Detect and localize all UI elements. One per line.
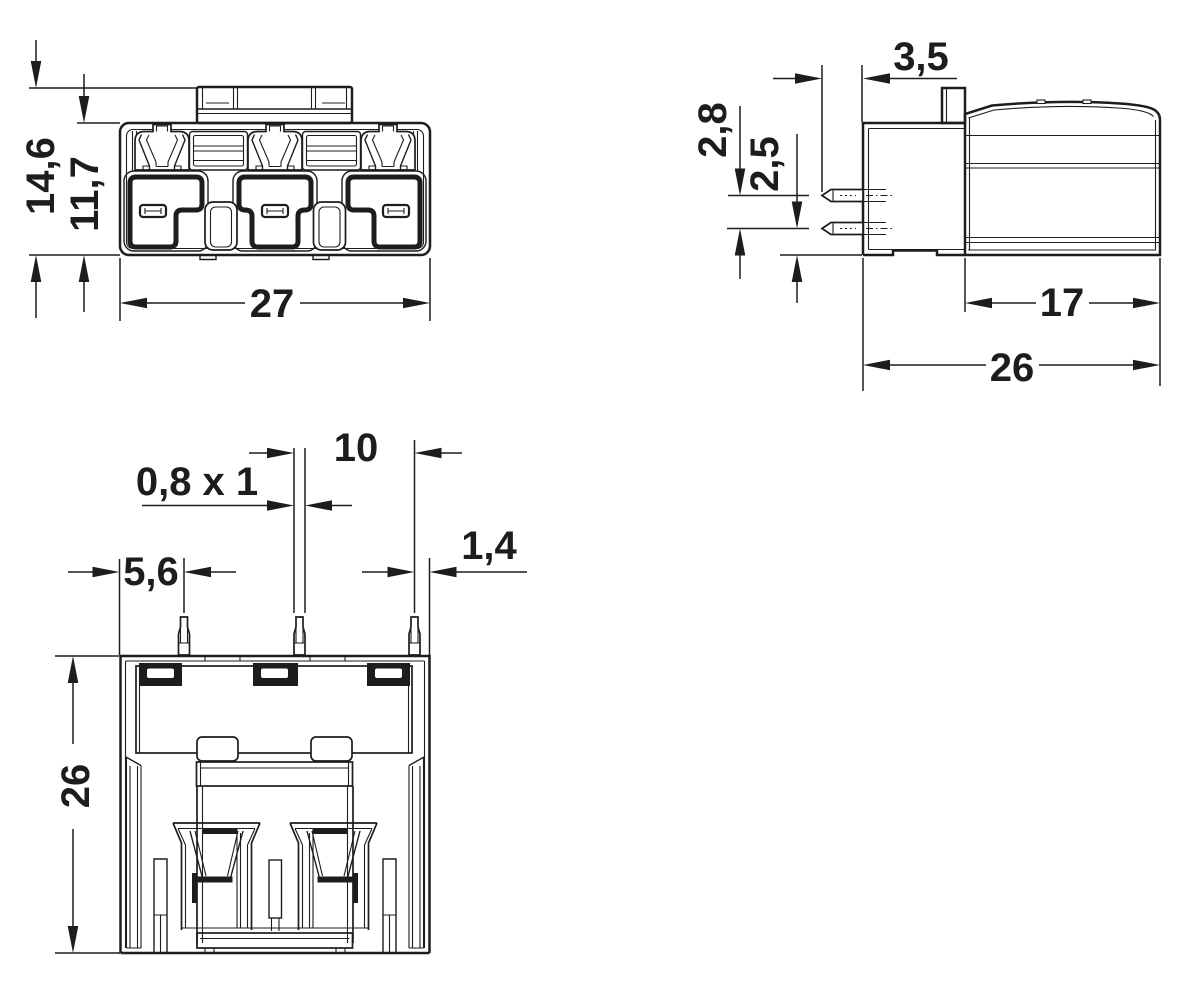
dim-side-body-depth: 17 [1040,281,1085,325]
dim-side-pin-spacing: 2,8 [691,102,735,158]
front-view-pole-windows [188,130,362,171]
bottom-view-contact-windows [139,663,410,686]
front-view-dimensions: 14,6 11,7 27 [19,40,431,326]
bottom-view-solder-pins [177,616,421,656]
dim-bottom-pin-to-edge: 1,4 [461,524,517,568]
side-view-dimensions: 3,5 2,8 2,5 17 26 [691,35,1161,391]
bottom-view-clamp-springs [125,756,425,953]
front-view-wire-funnels [134,123,416,172]
bottom-view-plug-shroud [182,736,368,953]
bottom-view-dimensions: 10 0,8 x 1 5,6 1,4 26 [54,426,527,954]
dim-bottom-pin-cross-section: 0,8 x 1 [136,460,258,504]
side-view-solder-pins [820,188,864,236]
dim-bottom-pole-pitch: 10 [334,426,379,470]
side-view-body [861,86,1162,257]
dim-side-pin-to-bottom: 2,5 [743,136,787,192]
dim-front-body-height: 11,7 [63,156,107,232]
bottom-view: 10 0,8 x 1 5,6 1,4 26 [54,426,527,955]
dim-side-total-depth: 26 [990,346,1035,390]
front-view-clamp-openings [123,170,427,252]
dim-front-total-height: 14,6 [19,137,63,215]
dim-bottom-total-width: 26 [54,764,98,809]
dim-front-width: 27 [250,282,295,326]
front-view-body [118,85,432,261]
dim-bottom-edge-to-pin: 5,6 [123,550,179,594]
front-view: 14,6 11,7 27 [19,40,432,326]
side-view: 3,5 2,8 2,5 17 26 [691,35,1162,391]
dim-side-pin-projection: 3,5 [893,35,949,79]
